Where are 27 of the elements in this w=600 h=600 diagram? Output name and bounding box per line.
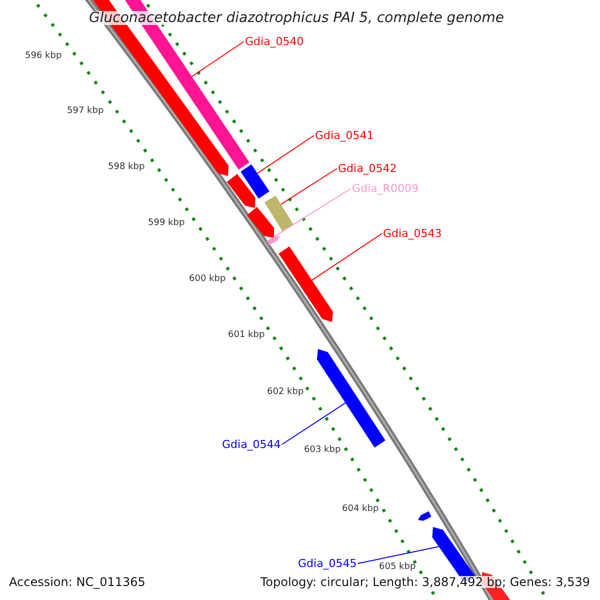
accession-note: Accession: NC_011365 <box>9 576 146 588</box>
gene-feature <box>266 236 280 246</box>
gene-label: Gdia_0540 <box>245 36 304 47</box>
scale-label: 600 kbp <box>189 275 226 284</box>
gene-feature <box>278 246 333 322</box>
genome-summary: Topology: circular; Length: 3,887,492 bp; Genes: 3,539 <box>260 576 590 588</box>
leader-line <box>357 546 440 564</box>
gene-label: Gdia_0542 <box>338 163 397 174</box>
gene-label: Gdia_0541 <box>315 130 374 141</box>
gene-label: Gdia_0544 <box>222 439 281 450</box>
leader-line <box>256 135 314 174</box>
gene-feature <box>264 196 294 232</box>
gene-label: Gdia_R0009 <box>352 183 418 194</box>
leader-line <box>281 402 346 445</box>
leader-line <box>191 41 244 77</box>
leader-line <box>280 168 338 205</box>
leader-line <box>274 188 352 236</box>
scale-label: 603 kbp <box>304 446 341 455</box>
scale-label: 598 kbp <box>108 163 145 172</box>
gene-label: Gdia_0543 <box>383 228 442 239</box>
scale-label: 596 kbp <box>25 52 62 61</box>
gene-label: Gdia_0545 <box>298 558 357 569</box>
title: Gluconacetobacter diazotrophicus PAI 5, complete genome <box>89 11 504 25</box>
scale-label: 604 kbp <box>342 505 379 514</box>
gene-feature <box>240 164 270 199</box>
scale-label: 599 kbp <box>148 219 185 228</box>
leader-line <box>311 233 382 281</box>
